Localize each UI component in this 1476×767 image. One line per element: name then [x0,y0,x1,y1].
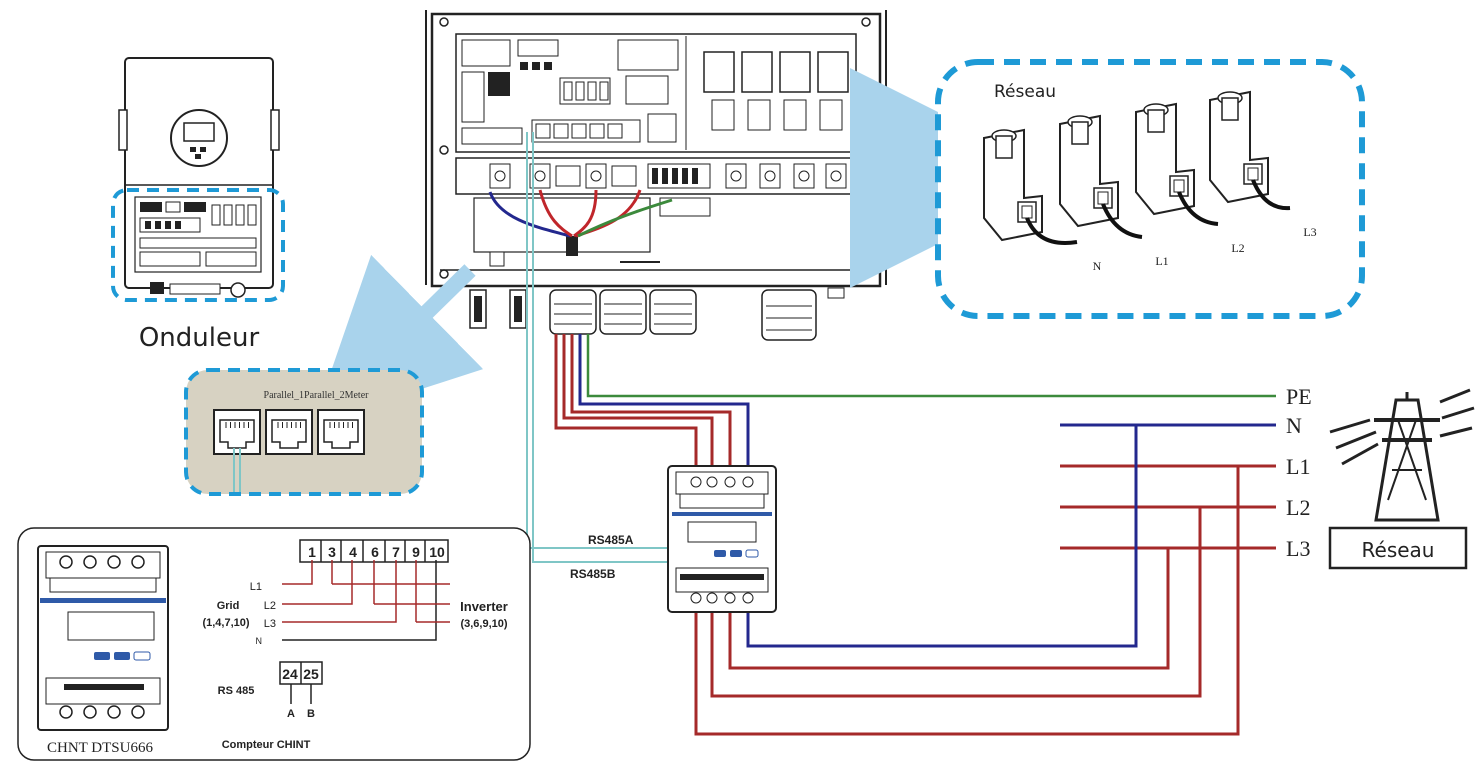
legend-rs485-label: RS 485 [218,685,255,697]
legend-schematic-lines [282,560,450,641]
cable-gland [761,289,817,341]
grid-terminal-title: Réseau [994,82,1056,102]
arrow-to-comm-ports [312,254,484,424]
grid-terminal-block [1209,90,1291,211]
rs485a-label: RS485A [588,533,634,547]
rj45-port-icon [265,409,313,455]
grid-line-label: N [1286,413,1302,438]
cable-gland [549,289,597,335]
grid-terminal-block [983,128,1078,245]
legend-meter-caption: Compteur CHINT [222,739,311,751]
rj45-port-icon [213,409,261,455]
legend-grid-label: Grid [217,600,240,612]
cable-gland [649,289,697,335]
grid-terminal-label: N [1093,259,1102,273]
inverter-overview [111,57,285,302]
cable-gland [599,289,647,335]
rs485-terminal-block [279,661,323,704]
legend-grid-terminals: (1,4,7,10) [202,617,249,629]
inverter-wiring-compartment [134,196,262,273]
legend-line-label: N [256,636,263,646]
grid-terminal-label: L1 [1155,254,1168,268]
inverter-highlight-frame [111,188,285,302]
legend-line-label: L3 [264,618,276,630]
terminal-number: 10 [429,544,445,560]
grid-terminal-block [1135,102,1219,226]
energy-meter [667,465,777,613]
grid-line-label: L1 [1286,454,1310,479]
terminal-number: 7 [392,544,400,560]
rs485-pin-label: A [287,708,295,720]
terminal-number: 3 [328,544,336,560]
legend-inverter-label: Inverter [460,599,508,614]
rs485b-label: RS485B [570,567,616,581]
terminal-number: 6 [371,544,379,560]
legend-inverter-terminals: (3,6,9,10) [460,618,507,630]
comm-ports-callout: Parallel_1Parallel_2Meter [184,368,424,496]
rs485-terminal-number: 25 [303,666,319,682]
rs485-terminal-number: 24 [282,666,298,682]
grid-terminal-label: L2 [1231,241,1244,255]
transmission-tower-icon [1328,388,1475,570]
meter-model-label: CHNT DTSU666 [47,740,153,756]
terminal-number: 9 [412,544,420,560]
chint-meter-drawing [37,545,169,731]
grid-line-label: L3 [1286,536,1310,561]
grid-line-label: L2 [1286,495,1310,520]
legend-line-label: L1 [250,581,262,593]
grid-line-label: PE [1286,384,1312,409]
parallel-port-label: Parallel_1Parallel_2Meter [264,390,370,401]
inverter-caption: Onduleur [139,323,260,353]
terminal-number: 1 [308,544,316,560]
grid-terminal-callout: Réseau N L1 L2 L3 [935,59,1365,319]
inverter-wiring-bay [425,10,887,341]
grid-tower-label: Réseau [1362,538,1435,562]
rj45-port-icon [317,409,365,455]
grid-terminal-block [1059,114,1143,239]
external-wiring [526,132,1276,736]
legend-line-label: L2 [264,600,276,612]
grid-terminal-label: L3 [1303,225,1316,239]
terminal-number: 4 [349,544,357,560]
rs485-pin-label: B [307,708,315,720]
